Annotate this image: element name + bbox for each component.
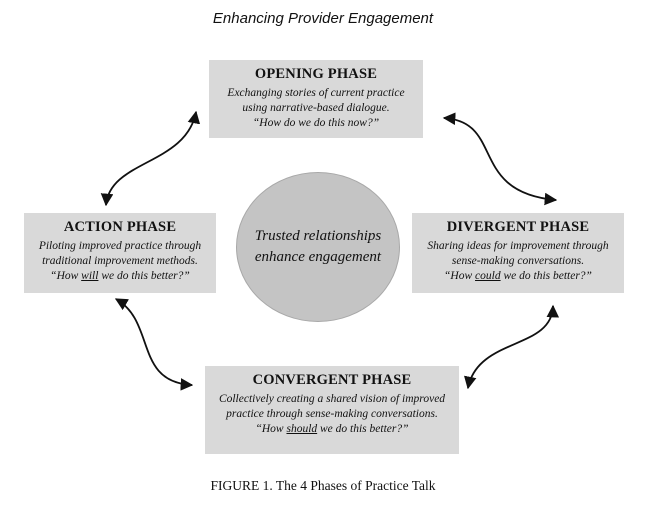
arrow-opening-divergent — [442, 112, 558, 206]
divergent-phase-question: “How could we do this better?” — [412, 269, 624, 284]
action-phase-title: ACTION PHASE — [63, 219, 177, 235]
convergent-phase-question: “How should we do this better?” — [205, 422, 459, 437]
action-phase-box: ACTION PHASE Piloting improved practice … — [24, 213, 216, 293]
arrow-action-opening — [100, 110, 201, 207]
convergent-question-post: we do this better?” — [317, 423, 409, 435]
opening-phase-box: OPENING PHASE Exchanging stories of curr… — [209, 60, 423, 138]
divergent-question-post: we do this better?” — [500, 270, 592, 282]
arrow-divergent-convergent — [464, 304, 560, 390]
action-question-emph: will — [81, 270, 99, 282]
convergent-phase-line1: Collectively creating a shared vision of… — [218, 393, 446, 405]
figure-title: Enhancing Provider Engagement — [212, 10, 434, 27]
action-question-post: we do this better?” — [98, 270, 190, 282]
action-phase-line2: traditional improvement methods. — [42, 255, 198, 267]
center-line2: enhance engagement — [254, 249, 382, 265]
action-question-pre: “How — [50, 270, 82, 282]
convergent-phase-title: CONVERGENT PHASE — [252, 372, 412, 388]
opening-phase-line2: using narrative-based dialogue. — [242, 102, 390, 114]
divergent-phase-title: DIVERGENT PHASE — [446, 219, 590, 235]
convergent-phase-box: CONVERGENT PHASE Collectively creating a… — [205, 366, 459, 454]
trusted-relationships-circle: Trusted relationships enhance engagement — [236, 172, 400, 322]
convergent-phase-line2: practice through sense-making conversati… — [226, 408, 438, 420]
action-phase-question: “How will we do this better?” — [24, 269, 216, 284]
opening-phase-question: “How do we do this now?” — [252, 117, 380, 129]
arrow-convergent-action — [114, 298, 194, 391]
divergent-phase-line2: sense-making conversations. — [451, 255, 585, 267]
divergent-question-pre: “How — [444, 270, 476, 282]
center-line1: Trusted relationships — [254, 228, 382, 244]
divergent-phase-line1: Sharing ideas for improvement through — [427, 240, 609, 252]
figure-caption: FIGURE 1. The 4 Phases of Practice Talk — [210, 478, 436, 493]
action-phase-line1: Piloting improved practice through — [38, 240, 202, 252]
divergent-phase-box: DIVERGENT PHASE Sharing ideas for improv… — [412, 213, 624, 293]
convergent-question-pre: “How — [255, 423, 287, 435]
opening-phase-title: OPENING PHASE — [254, 66, 378, 82]
opening-phase-line1: Exchanging stories of current practice — [227, 87, 405, 99]
convergent-question-emph: should — [286, 423, 318, 435]
divergent-question-emph: could — [475, 270, 501, 282]
